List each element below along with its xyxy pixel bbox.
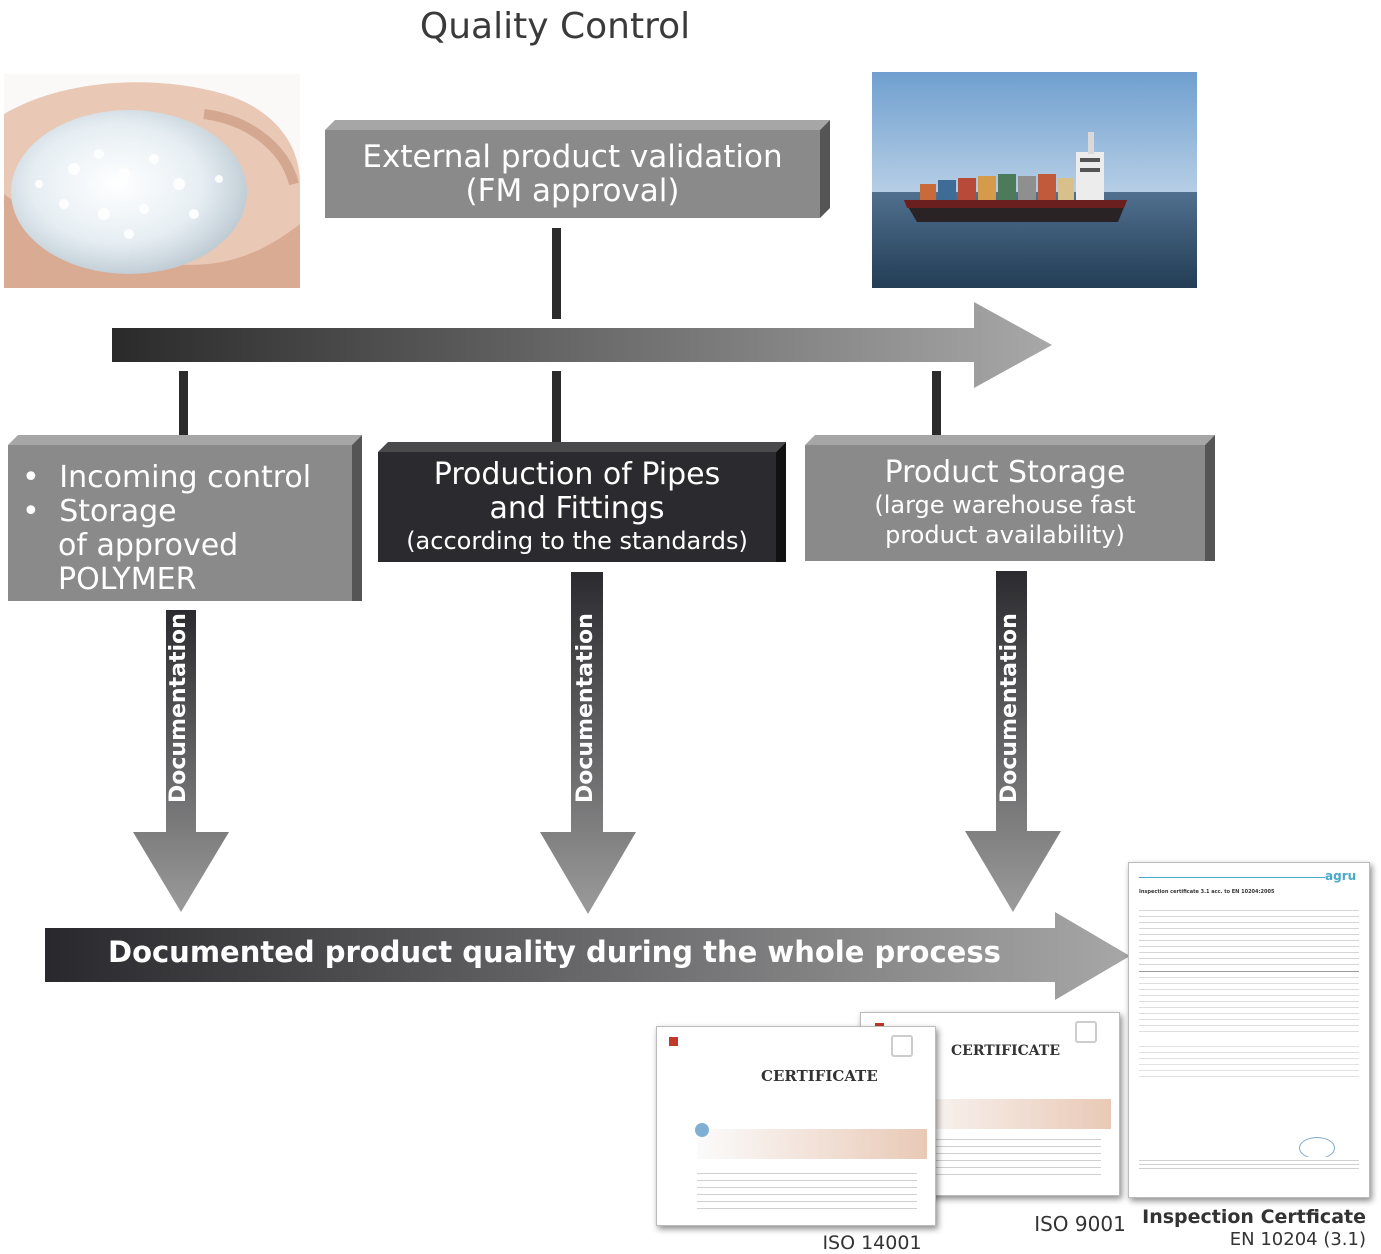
certificate-text-lines (697, 1167, 917, 1215)
inspection-certificate: agru Inspection certificate 3.1 acc. to … (1128, 862, 1370, 1198)
documentation-arrow-right (965, 571, 1061, 912)
incoming-bullet-2-text: Storage (59, 494, 177, 529)
container-ship-photo (872, 72, 1197, 288)
certificate-band (697, 1129, 927, 1159)
production-line2: and Fittings (489, 491, 665, 526)
polymer-granules-photo (4, 74, 300, 288)
inspection-stamp-icon (1299, 1137, 1335, 1159)
external-validation-line2: (FM approval) (465, 173, 680, 209)
certificate-seal-icon (891, 1035, 913, 1057)
connector-middle (552, 371, 561, 447)
incoming-cont-2: POLYMER (58, 562, 197, 597)
incoming-cont-1: of approved (58, 528, 239, 563)
inspection-paragraph (1139, 1041, 1359, 1081)
iso14001-certificate: CERTIFICATE (656, 1026, 936, 1226)
documented-quality-banner (45, 912, 1130, 1000)
inspection-table (1139, 971, 1359, 1036)
iso14001-caption: ISO 14001 (822, 1232, 922, 1254)
inspection-header-line (1139, 877, 1325, 878)
iso14001-heading: CERTIFICATE (761, 1067, 878, 1085)
external-validation-box: External product validation (FM approval… (325, 120, 830, 228)
process-arrow (112, 302, 1052, 388)
connector-top (552, 228, 561, 319)
incoming-bullet-2: • Storage (22, 494, 177, 529)
inspection-caption-bold: Inspection Certficate (1142, 1206, 1366, 1228)
production-line3: (according to the standards) (406, 527, 748, 555)
documentation-label-right: Documentation (997, 613, 1022, 803)
storage-line1: Product Storage (884, 455, 1126, 490)
certificate-seal-icon (1075, 1021, 1097, 1043)
storage-line3: product availability) (885, 521, 1125, 549)
agru-logo: agru (1325, 869, 1357, 883)
product-storage-box: Product Storage (large warehouse fast pr… (805, 435, 1215, 571)
documentation-arrow-middle (540, 572, 636, 914)
incoming-bullet-1-text: Incoming control (59, 460, 312, 495)
incoming-bullet-1: • Incoming control (22, 460, 312, 495)
inspection-doc-title: Inspection certificate 3.1 acc. to EN 10… (1139, 889, 1275, 895)
iso9001-heading: CERTIFICATE (951, 1043, 1060, 1059)
documentation-label-left: Documentation (166, 613, 191, 803)
production-line1: Production of Pipes (433, 457, 721, 492)
production-box: Production of Pipes and Fittings (accord… (378, 442, 786, 572)
documentation-arrow-left (133, 610, 229, 912)
iso9001-caption: ISO 9001 (1034, 1212, 1126, 1236)
inspection-caption-sub: EN 10204 (3.1) (1229, 1229, 1366, 1250)
connector-right (932, 371, 941, 444)
inspection-footer-lines (1139, 1157, 1359, 1169)
storage-line2: (large warehouse fast (874, 491, 1136, 519)
documented-quality-text: Documented product quality during the wh… (108, 935, 1001, 969)
documentation-label-middle: Documentation (573, 613, 598, 803)
certificate-globe-icon (695, 1123, 709, 1137)
certificate-logo-icon (669, 1037, 678, 1046)
page-title: Quality Control (419, 6, 691, 47)
connector-left (179, 371, 188, 444)
incoming-control-box: • Incoming control • Storage of approved… (8, 435, 362, 611)
external-validation-line1: External product validation (362, 139, 783, 175)
inspection-text-lines (1139, 905, 1359, 965)
